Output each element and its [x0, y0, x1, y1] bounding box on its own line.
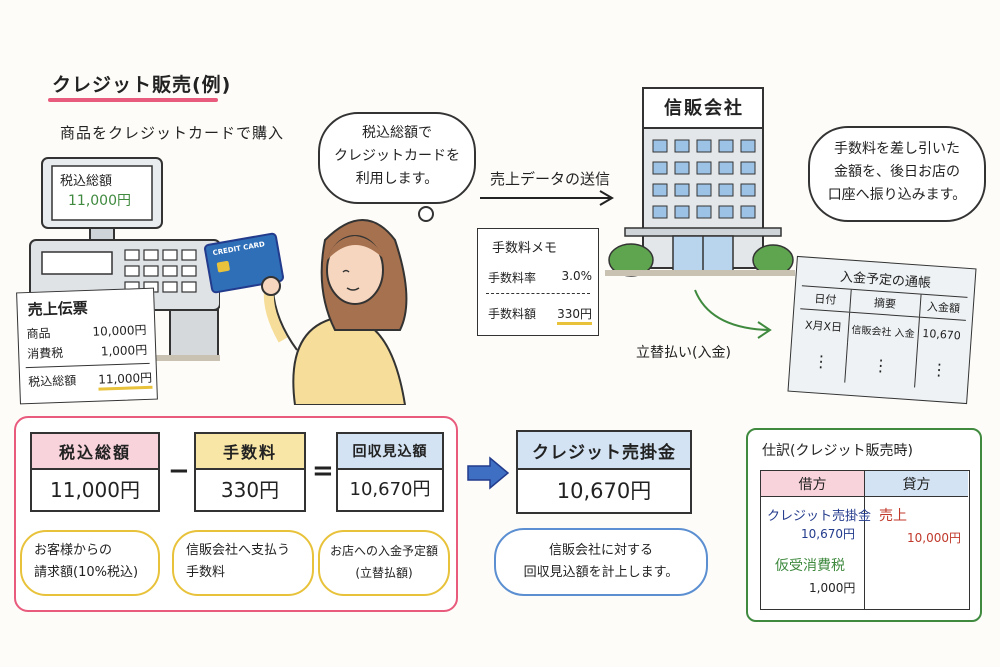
- equals-operator: =: [312, 456, 334, 486]
- receipt-title: 売上伝票: [27, 298, 89, 320]
- note-line: 回収見込額を計上します。: [523, 565, 679, 580]
- passbook-dots: ⋮: [845, 342, 918, 388]
- passbook-cell: 信販会社 入金: [847, 312, 920, 348]
- journal-panel: 仕訳(クレジット販売時) 借方 貸方 クレジット売掛金 10,670円 仮受消費…: [746, 428, 982, 622]
- receipt-row-value: 1,000円: [100, 342, 148, 359]
- total-box: 税込総額 11,000円: [30, 432, 160, 512]
- memo-fee-value: 330円: [557, 305, 592, 325]
- bubble-line: クレジットカードを: [334, 148, 460, 164]
- passbook-header-cell: 入金額: [926, 300, 961, 316]
- title-underline: [48, 98, 218, 102]
- fee-memo: 手数料メモ 手数料率 3.0% 手数料額 330円: [477, 228, 599, 336]
- passbook: 入金予定の通帳 日付 摘要 入金額 X月X日 信販会社 入金 10,670 ⋮ …: [787, 255, 977, 405]
- note-line: 信販会社へ支払う: [186, 543, 291, 558]
- bubble-line: 金額を、後日お店の: [834, 164, 960, 180]
- company-speech-bubble: 手数料を差し引いた 金額を、後日お店の 口座へ振り込みます。: [808, 126, 986, 222]
- customer-icon: [261, 219, 408, 406]
- register-display-label: 税込総額: [60, 174, 113, 189]
- passbook-cell: 10,670: [921, 326, 962, 342]
- fee-box-value: 330円: [220, 477, 280, 502]
- company-building: [605, 80, 795, 280]
- note-line: (立替払額): [355, 566, 413, 580]
- total-note: お客様からの 請求額(10%税込): [20, 530, 160, 596]
- debit-amount: 1,000円: [809, 581, 856, 595]
- receivable-value: 10,670円: [556, 479, 652, 503]
- building-icon: [605, 87, 795, 277]
- receipt-row-label: 消費税: [27, 345, 64, 362]
- memo-fee-label: 手数料額: [488, 307, 537, 321]
- journal-debit-header: 借方: [761, 471, 865, 497]
- expected-box-label: 回収見込額: [338, 434, 442, 470]
- memo-fee-row: 手数料額 330円: [488, 305, 592, 325]
- note-line: お客様からの: [34, 543, 113, 558]
- subtitle: 商品をクレジットカードで購入: [60, 124, 285, 142]
- receipt-total-row: 税込総額 11,000円: [27, 368, 153, 393]
- bubble-line: 税込総額で: [362, 125, 432, 141]
- total-box-label: 税込総額: [32, 434, 158, 470]
- customer-figure: [255, 200, 425, 406]
- minus-operator: −: [168, 456, 190, 486]
- journal-title: 仕訳(クレジット販売時): [762, 443, 913, 459]
- note-line: お店への入金予定額: [330, 544, 439, 558]
- expected-note: お店への入金予定額 (立替払額): [318, 530, 450, 596]
- debit-account: クレジット売掛金: [767, 509, 872, 524]
- memo-rate-row: 手数料率 3.0%: [488, 269, 592, 286]
- passbook-dots: ⋮: [795, 339, 848, 383]
- card-chip-icon: [216, 260, 231, 273]
- send-data-arrow: [480, 188, 620, 212]
- receipt-row-value: 10,000円: [92, 322, 147, 339]
- journal-credit-header: 貸方: [865, 471, 968, 497]
- receipt-row-label: 商品: [26, 326, 51, 342]
- total-box-value: 11,000円: [50, 477, 140, 502]
- fee-box: 手数料 330円: [194, 432, 306, 512]
- journal-table: 借方 貸方 クレジット売掛金 10,670円 仮受消費税 1,000円 売上 1…: [760, 470, 970, 610]
- page-title: クレジット販売(例): [52, 74, 232, 96]
- memo-divider: [486, 293, 590, 294]
- bubble-line: 利用します。: [355, 171, 439, 187]
- receipt-total-label: 税込総額: [27, 373, 77, 390]
- bubble-tail: [418, 206, 434, 222]
- advance-payment-label: 立替払い(入金): [636, 345, 731, 361]
- sales-receipt: 売上伝票 商品 10,000円 消費税 1,000円 税込総額 11,000円: [16, 287, 158, 405]
- customer-speech-bubble: 税込総額で クレジットカードを 利用します。: [318, 112, 476, 204]
- bubble-line: 手数料を差し引いた: [834, 141, 960, 157]
- receivable-note: 信販会社に対する 回収見込額を計上します。: [494, 528, 708, 596]
- register-display-value: 11,000円: [68, 193, 131, 209]
- receipt-divider: [25, 362, 150, 369]
- passbook-header-cell: 日付: [800, 286, 852, 312]
- expected-box: 回収見込額 10,670円: [336, 432, 444, 512]
- memo-title: 手数料メモ: [492, 241, 558, 256]
- passbook-cell: X月X日: [798, 309, 850, 343]
- receipt-total-value: 11,000円: [97, 368, 153, 391]
- receivable-label: クレジット売掛金: [518, 432, 690, 470]
- credit-amount: 10,000円: [907, 531, 961, 545]
- credit-account: 売上: [879, 508, 907, 524]
- note-line: 請求額(10%税込): [34, 565, 139, 580]
- receivable-box: クレジット売掛金 10,670円: [516, 430, 692, 514]
- note-line: 信販会社に対する: [548, 543, 653, 558]
- debit-account: 仮受消費税: [775, 558, 845, 574]
- note-line: 手数料: [186, 565, 226, 580]
- fee-note: 信販会社へ支払う 手数料: [172, 530, 314, 596]
- journal-divider: [864, 497, 865, 609]
- send-data-label: 売上データの送信: [490, 170, 611, 188]
- expected-box-value: 10,670円: [349, 479, 431, 500]
- memo-rate-label: 手数料率: [488, 271, 537, 285]
- company-name-sign: 信販会社: [664, 98, 744, 119]
- right-arrow-icon: [466, 456, 510, 494]
- memo-rate-value: 3.0%: [561, 269, 593, 283]
- fee-box-label: 手数料: [196, 434, 304, 470]
- receipt-row-goods: 商品 10,000円: [26, 321, 147, 342]
- passbook-dots: ⋮: [930, 359, 948, 380]
- receipt-row-tax: 消費税 1,000円: [27, 341, 148, 362]
- advance-payment-arrow: [690, 288, 780, 352]
- debit-amount: 10,670円: [801, 527, 855, 541]
- bubble-line: 口座へ振り込みます。: [827, 187, 967, 203]
